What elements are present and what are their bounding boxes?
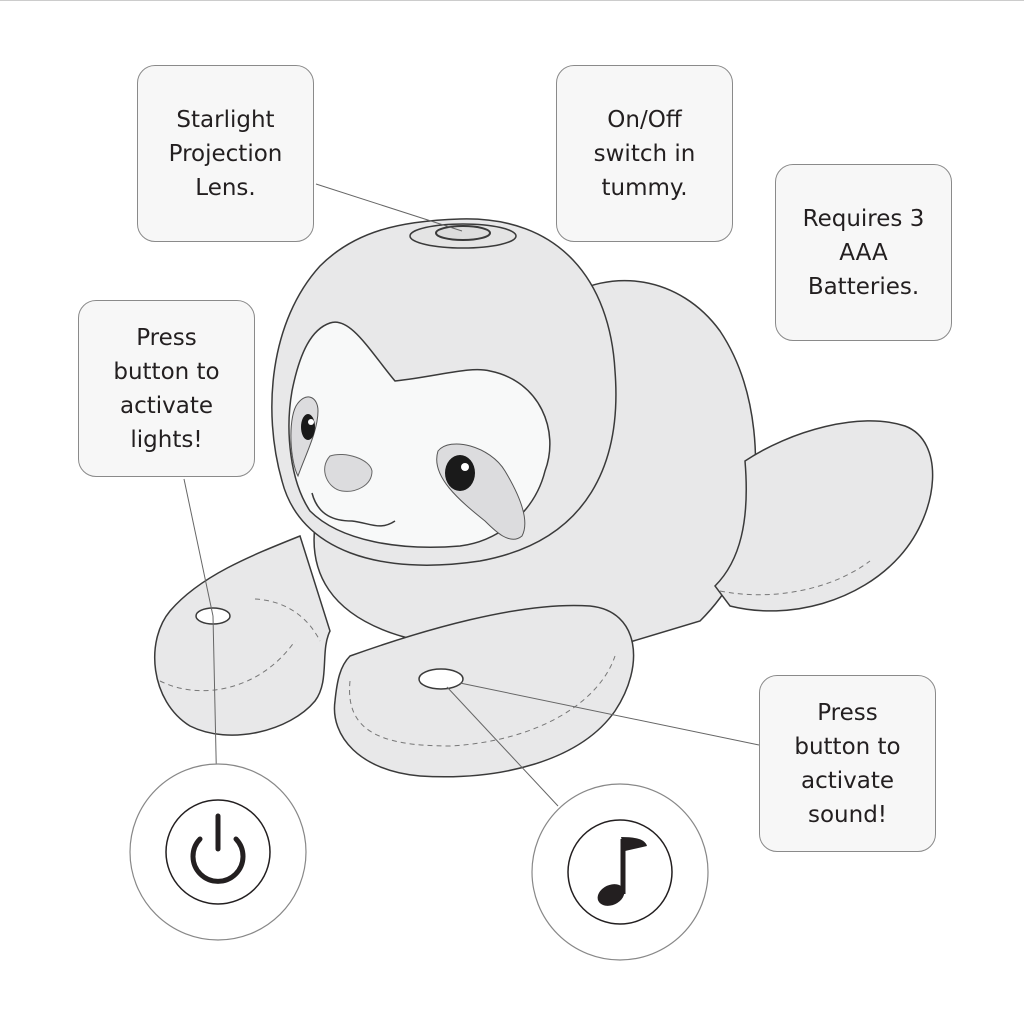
sound-button [418, 668, 464, 690]
callout-sound-button: Press button to activate sound! [759, 675, 936, 852]
callout-text: activate [800, 767, 895, 794]
sloth-mouth [311, 492, 396, 527]
callout-text: activate [119, 392, 214, 419]
sloth-nose [324, 454, 373, 492]
sloth-back-leg [714, 420, 934, 612]
callout-text: button to [794, 733, 901, 760]
power-icon [129, 763, 307, 941]
callout-text: Lens. [195, 174, 256, 201]
callout-text: sound! [807, 801, 888, 828]
callout-lights-button: Press button to activate lights! [78, 300, 255, 477]
callout-text: Projection [168, 140, 283, 167]
callout-text: Requires 3 [802, 205, 925, 232]
callout-projection-lens: Starlight Projection Lens. [137, 65, 314, 242]
callout-text: tummy. [601, 174, 688, 201]
callout-text: Starlight [176, 106, 275, 133]
sloth-left-arm [154, 535, 331, 736]
callout-text: AAA [839, 239, 888, 266]
callout-on-off-switch: On/Off switch in tummy. [556, 65, 733, 242]
callout-text: button to [113, 358, 220, 385]
callout-text: On/Off [607, 106, 682, 133]
callout-text: switch in [593, 140, 696, 167]
callout-text: lights! [130, 426, 203, 453]
right-eye [445, 455, 475, 491]
left-eye [301, 414, 315, 440]
callout-batteries: Requires 3 AAA Batteries. [775, 164, 952, 341]
music-note-icon [531, 783, 709, 961]
callout-text: Press [136, 324, 197, 351]
sloth-front-arm [333, 604, 635, 778]
callout-text: Press [817, 699, 878, 726]
callout-text: Batteries. [807, 273, 920, 300]
